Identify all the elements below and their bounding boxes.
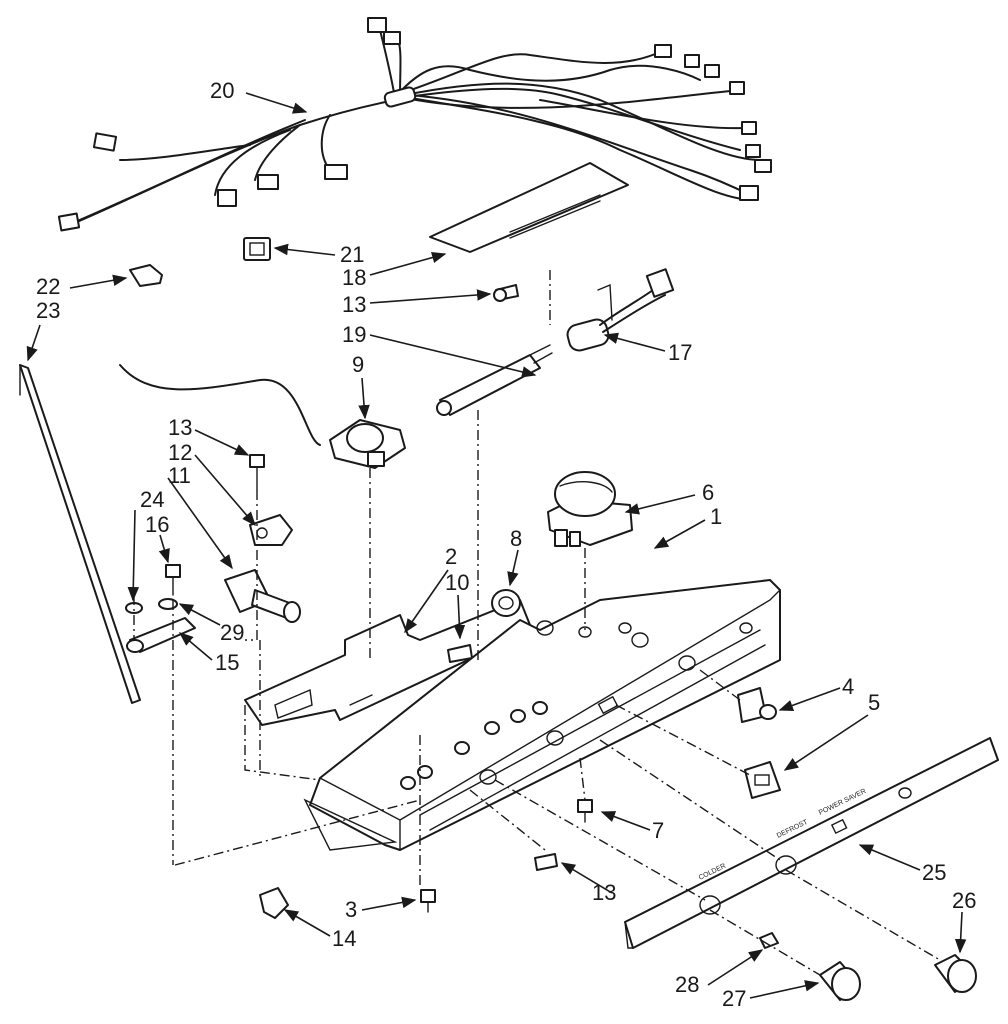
plug-8 [491, 589, 521, 617]
leader-lines [26, 92, 967, 999]
screw-13-left [249, 454, 265, 491]
switch-with-lead [119, 364, 406, 469]
screw-13-bottom [534, 853, 558, 871]
callout-13-bottom: 13 [592, 880, 616, 905]
callout-22: 22 [36, 274, 60, 299]
screw-13-top [493, 284, 519, 302]
callout-29: 29 [220, 620, 244, 645]
control-housing [303, 579, 781, 851]
wiring-harness [57, 17, 772, 232]
callout-13-left: 13 [168, 415, 192, 440]
callout-17: 17 [668, 340, 692, 365]
callout-11: 11 [168, 463, 191, 488]
screw-7 [577, 799, 593, 823]
timer-motor [547, 471, 633, 547]
insert-28 [759, 932, 779, 949]
callout-15: 15 [215, 650, 239, 675]
callout-19: 19 [342, 322, 366, 347]
thermostat-shaft [224, 569, 301, 623]
callout-16: 16 [145, 512, 169, 537]
callout-3: 3 [345, 897, 357, 922]
callout-14: 14 [332, 926, 356, 951]
screw-16 [165, 564, 181, 596]
callout-26: 26 [952, 888, 976, 913]
callout-20: 20 [210, 78, 234, 103]
callout-13-top: 13 [342, 292, 366, 317]
callout-27: 27 [722, 986, 746, 1011]
callout-1: 1 [710, 504, 722, 529]
callout-23: 23 [36, 298, 60, 323]
callout-18: 18 [342, 265, 366, 290]
alignment-lines [133, 270, 941, 976]
callout-10: 10 [445, 570, 469, 595]
callout-2: 2 [445, 544, 457, 569]
control-panel: COLDER DEFROST POWER SAVER [624, 737, 999, 949]
wire-clip [243, 237, 271, 261]
switch-4 [737, 687, 777, 723]
screw-3 [420, 889, 436, 913]
callout-21: 21 [340, 242, 364, 267]
capacitor [566, 268, 675, 352]
clip-22 [129, 264, 163, 287]
callout-25: 25 [922, 860, 946, 885]
knob-26 [934, 954, 977, 993]
callout-4: 4 [842, 674, 854, 699]
callout-24: 24 [140, 487, 164, 512]
clip-14 [259, 887, 289, 919]
switch-5 [744, 761, 781, 799]
callout-28: 28 [675, 972, 699, 997]
callout-12: 12 [168, 440, 192, 465]
callout-9: 9 [352, 352, 364, 377]
control-rod [19, 364, 141, 704]
control-cover [429, 162, 629, 253]
callout-6: 6 [702, 480, 714, 505]
lever-15 [126, 598, 196, 653]
knob-27 [819, 961, 861, 1001]
callout-5: 5 [868, 690, 880, 715]
callout-7: 7 [652, 818, 664, 843]
callout-labels: 20 21 18 22 23 13 17 19 9 13 12 11 24 16… [36, 78, 976, 1011]
callout-8: 8 [510, 526, 522, 551]
